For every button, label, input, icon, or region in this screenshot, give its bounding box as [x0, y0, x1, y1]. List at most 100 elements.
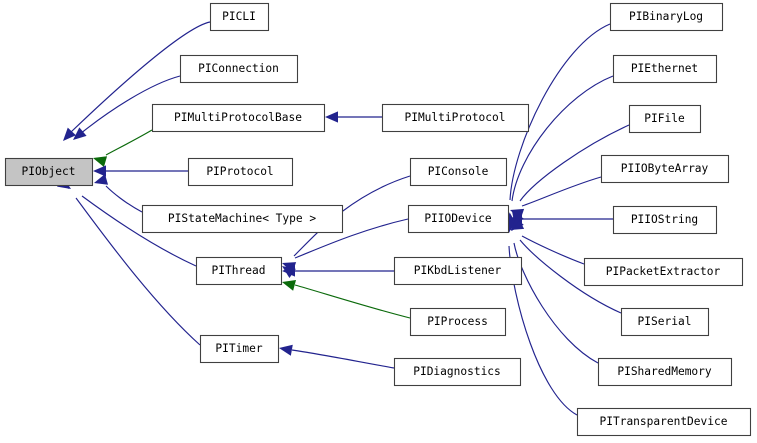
edge-piprocess-to-pithread	[282, 279, 411, 319]
class-node-pisharedmemory[interactable]: PISharedMemory	[597, 357, 733, 387]
edge-line	[521, 176, 602, 207]
inheritance-arrowhead	[93, 156, 108, 167]
class-node-picli[interactable]: PICLI	[209, 2, 270, 32]
class-node-piconnection[interactable]: PIConnection	[179, 54, 299, 84]
class-node-box[interactable]	[187, 157, 294, 187]
class-node-label: PIKbdListener	[414, 264, 502, 277]
edge-line	[105, 185, 143, 213]
class-node-label: PIObject	[22, 165, 76, 178]
class-node-pifile[interactable]: PIFile	[628, 104, 702, 134]
edge-line	[509, 23, 611, 201]
class-node-box[interactable]	[407, 204, 510, 234]
class-node-box[interactable]	[151, 103, 326, 133]
class-node-piiodevice[interactable]: PIIODevice	[407, 204, 510, 234]
class-node-piethernet[interactable]: PIEthernet	[612, 54, 718, 84]
class-node-pimultiprotocol[interactable]: PIMultiProtocol	[381, 103, 530, 133]
class-node-label: PICLI	[222, 10, 256, 23]
class-node-box[interactable]	[381, 103, 530, 133]
class-node-label: PITransparentDevice	[600, 415, 728, 428]
class-node-box[interactable]	[199, 334, 280, 364]
inheritance-arrowhead	[73, 127, 87, 140]
class-node-box[interactable]	[195, 256, 283, 286]
edge-pisharedmemory-to-piiodevice	[508, 217, 599, 364]
class-node-box[interactable]	[409, 157, 508, 187]
class-node-box[interactable]	[583, 257, 744, 287]
edge-piiostring-to-piiodevice	[509, 213, 613, 225]
inheritance-arrowhead	[325, 111, 338, 123]
edge-line	[105, 129, 153, 156]
class-node-label: PIEthernet	[631, 62, 698, 75]
class-node-box[interactable]	[612, 54, 718, 84]
edge-pikbdlistener-to-pithread	[282, 265, 394, 277]
class-node-label: PIConsole	[428, 165, 489, 178]
class-node-pithread[interactable]: PIThread	[195, 256, 283, 286]
inheritance-arrowhead	[63, 127, 76, 141]
class-node-box[interactable]	[393, 357, 522, 387]
edge-pistatemachine-to-piobject	[94, 174, 143, 213]
class-node-box[interactable]	[620, 307, 710, 337]
class-node-label: PIStateMachine< Type >	[168, 212, 316, 225]
inheritance-arrowhead	[279, 344, 293, 356]
class-node-pitransparentdevice[interactable]: PITransparentDevice	[576, 407, 752, 437]
inheritance-arrowhead	[282, 265, 295, 277]
class-node-box[interactable]	[4, 157, 94, 187]
edge-line	[519, 239, 622, 314]
class-node-box[interactable]	[576, 407, 752, 437]
class-node-label: PIBinaryLog	[629, 10, 703, 23]
class-node-label: PIProcess	[427, 315, 488, 328]
class-node-piiobytearray[interactable]: PIIOByteArray	[600, 154, 730, 184]
edge-line	[511, 75, 614, 202]
edge-pimultiprotocolbase-to-piobject	[93, 129, 153, 167]
class-node-piprotocol[interactable]: PIProtocol	[187, 157, 294, 187]
class-node-label: PITimer	[215, 342, 262, 355]
class-node-piconsole[interactable]: PIConsole	[409, 157, 508, 187]
class-node-label: PIThread	[212, 264, 266, 277]
class-node-box[interactable]	[141, 204, 344, 234]
edge-line	[294, 284, 411, 319]
edge-piprotocol-to-piobject	[93, 165, 188, 177]
edge-line	[294, 218, 409, 259]
class-node-box[interactable]	[209, 2, 270, 32]
class-node-pikbdlistener[interactable]: PIKbdListener	[393, 256, 523, 286]
edge-line	[291, 349, 395, 369]
class-node-pipacketextractor[interactable]: PIPacketExtractor	[583, 257, 744, 287]
class-node-pistatemachine[interactable]: PIStateMachine< Type >	[141, 204, 344, 234]
class-node-piiostring[interactable]: PIIOString	[612, 205, 718, 235]
class-node-box[interactable]	[393, 256, 523, 286]
class-node-box[interactable]	[612, 205, 718, 235]
edge-line	[513, 242, 599, 364]
edge-line	[69, 21, 211, 134]
inheritance-arrowhead	[282, 279, 297, 291]
inheritance-arrowhead	[94, 174, 109, 185]
class-node-label: PIIOString	[631, 213, 698, 226]
edge-pimultiprotocol-to-pimultiprotocolbase	[325, 111, 382, 123]
class-node-label: PIMultiProtocol	[404, 111, 505, 124]
class-node-box[interactable]	[600, 154, 730, 184]
class-node-piobject[interactable]: PIObject	[4, 157, 94, 187]
class-node-box[interactable]	[179, 54, 299, 84]
edge-line	[79, 75, 181, 135]
edge-line	[519, 124, 630, 202]
class-node-label: PISharedMemory	[617, 365, 712, 378]
class-node-box[interactable]	[409, 307, 507, 337]
class-node-pibinarylog[interactable]: PIBinaryLog	[609, 2, 724, 32]
class-node-box[interactable]	[597, 357, 733, 387]
edge-picli-to-piobject	[63, 21, 211, 141]
class-node-box[interactable]	[628, 104, 702, 134]
class-node-box[interactable]	[609, 2, 724, 32]
class-node-label: PIProtocol	[206, 165, 273, 178]
class-node-pidiagnostics[interactable]: PIDiagnostics	[393, 357, 522, 387]
edge-line	[521, 235, 585, 265]
class-node-piserial[interactable]: PISerial	[620, 307, 710, 337]
edge-line	[75, 197, 201, 346]
class-node-label: PIConnection	[198, 62, 279, 75]
inheritance-arrowhead	[93, 165, 106, 177]
class-node-pitimer[interactable]: PITimer	[199, 334, 280, 364]
class-node-piprocess[interactable]: PIProcess	[409, 307, 507, 337]
class-node-label: PIIODevice	[424, 212, 492, 225]
class-node-label: PISerial	[638, 315, 692, 328]
class-node-label: PIFile	[644, 112, 685, 125]
class-node-pimultiprotocolbase[interactable]: PIMultiProtocolBase	[151, 103, 326, 133]
